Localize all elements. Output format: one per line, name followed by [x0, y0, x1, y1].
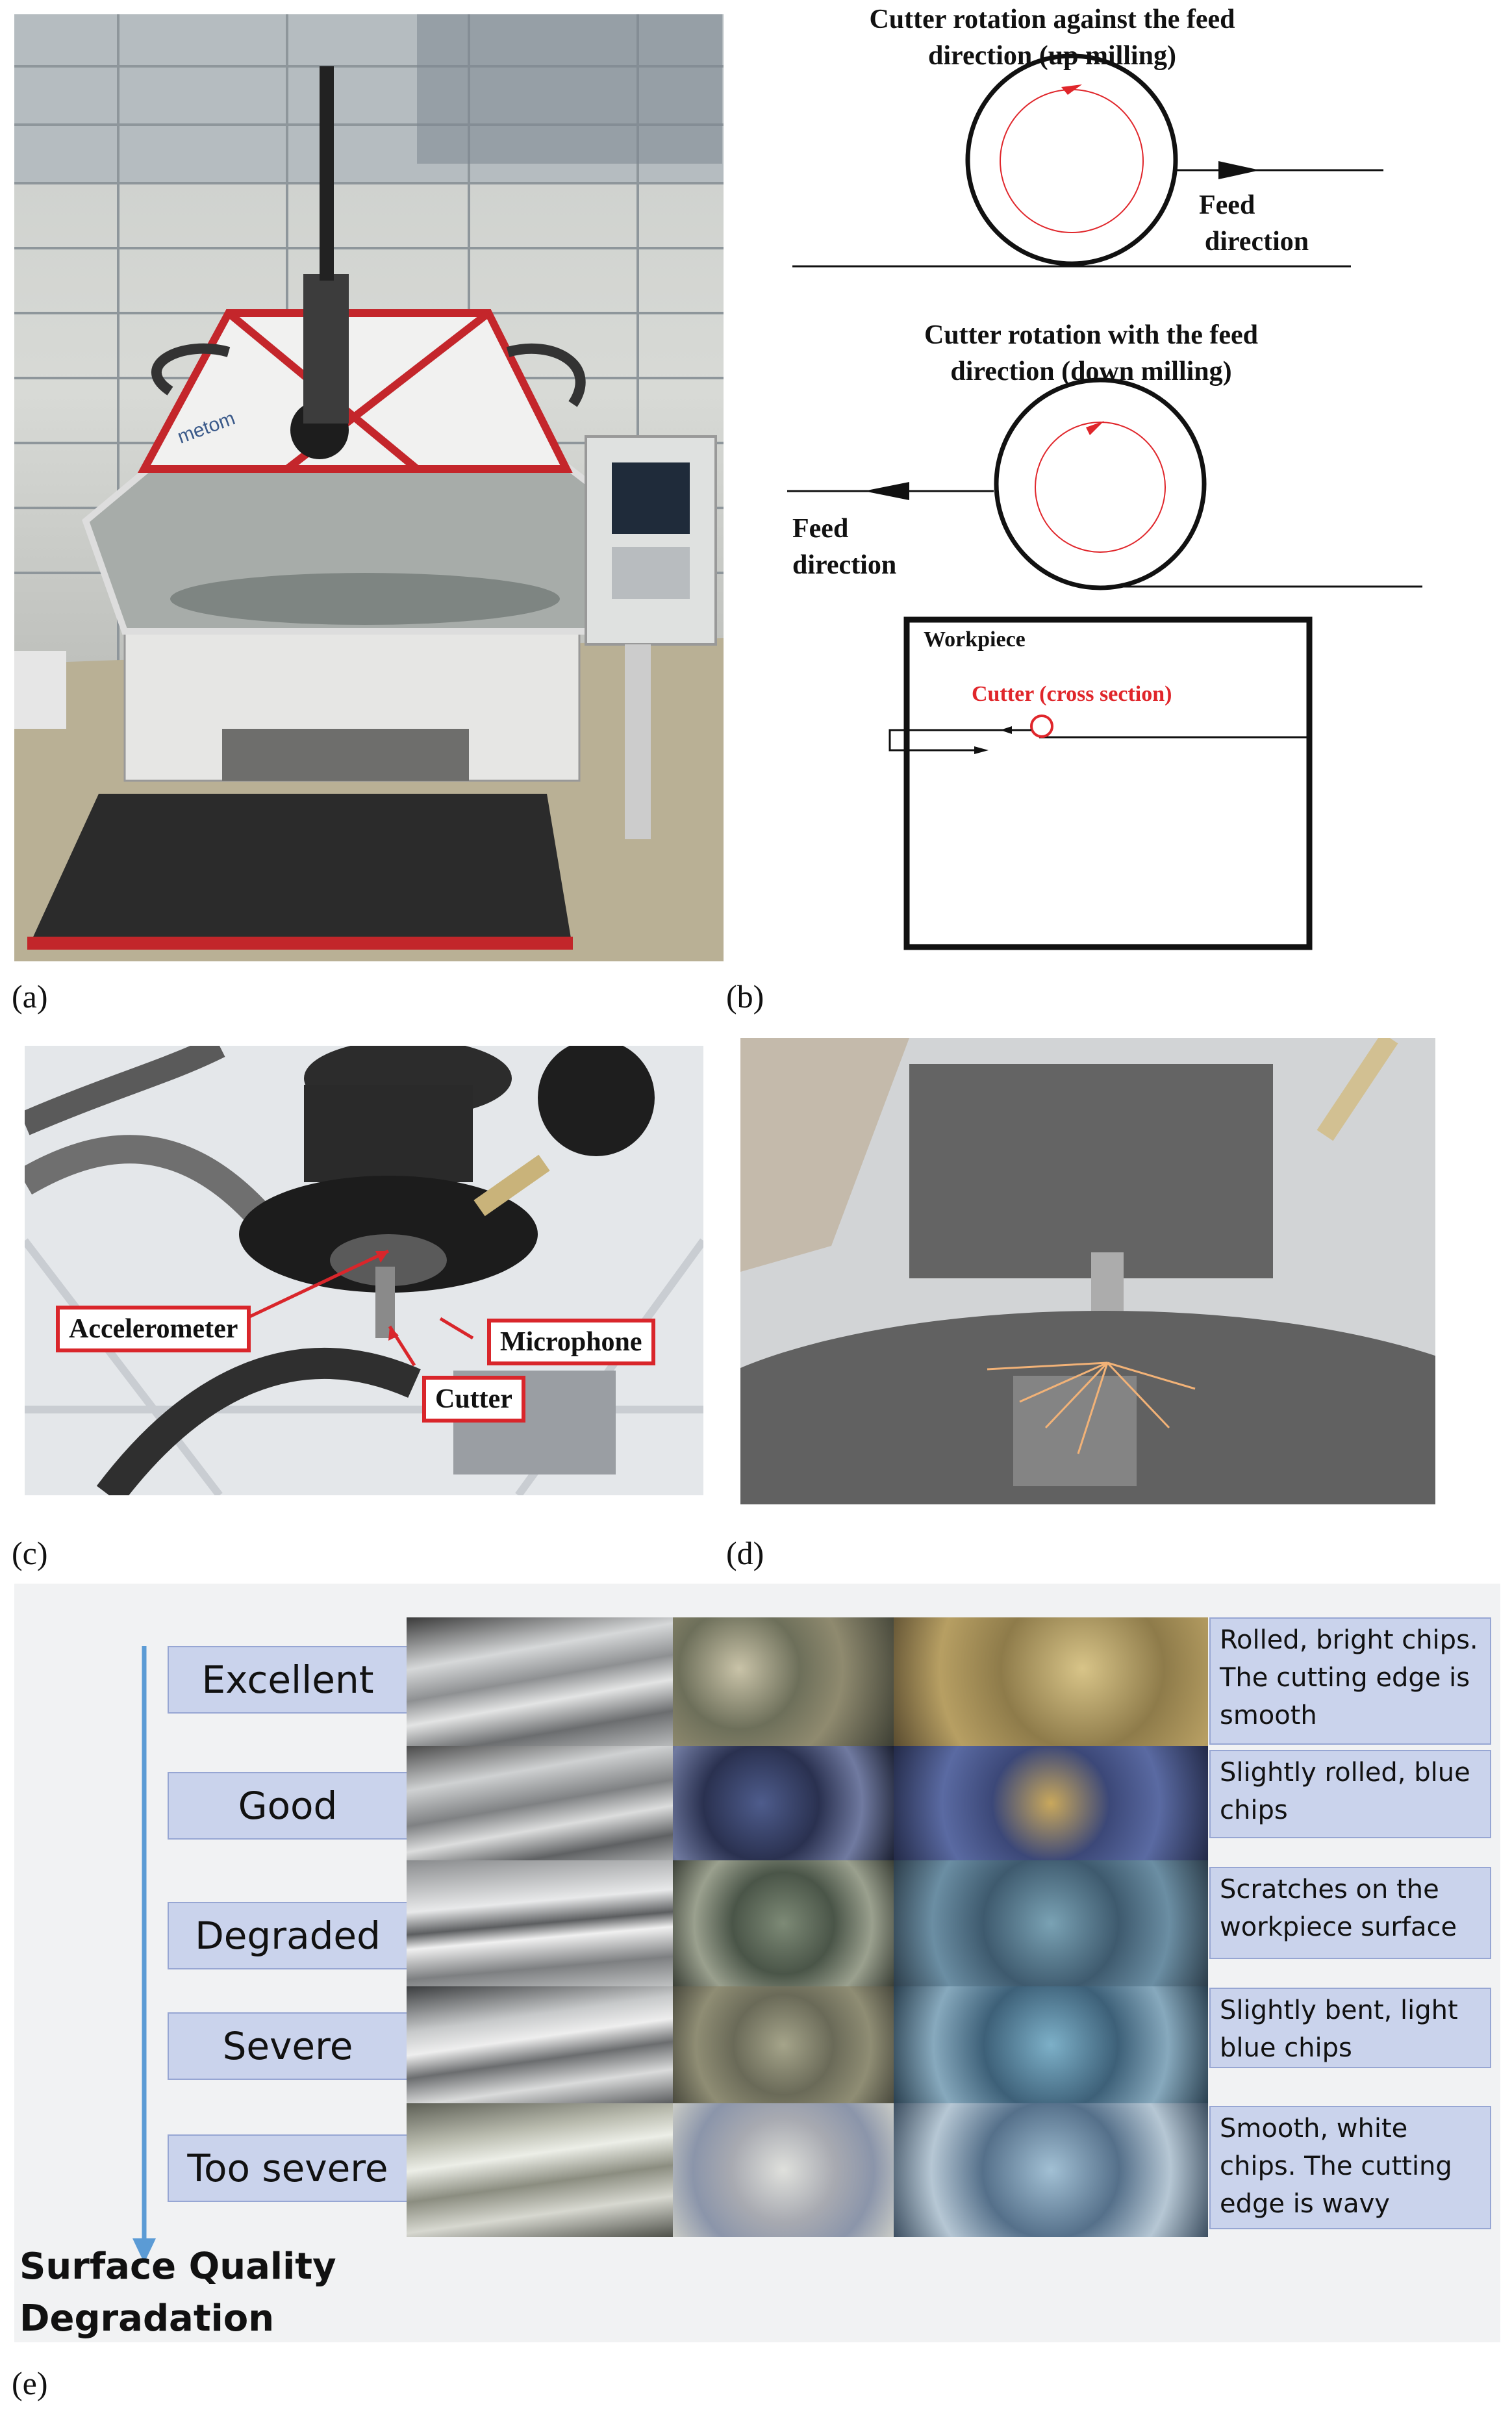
down-title-line1: Cutter rotation with the feed [924, 320, 1259, 350]
panel-e: Excellent Good Degraded Severe Too sever… [14, 1584, 1500, 2342]
chips-photo-good-b [894, 1746, 1208, 1860]
chips-photo-severe-b [894, 1986, 1208, 2103]
chips-photo-degraded-b [894, 1860, 1208, 1986]
down-feed-label: Feed direction [792, 511, 942, 583]
caption-d: (d) [726, 1535, 764, 1571]
down-feed-line2: direction [792, 550, 897, 580]
degradation-arrow [132, 1646, 156, 2263]
sensor-setup-illustration [25, 1046, 703, 1495]
microphone-callout: Microphone [487, 1319, 655, 1365]
description-too-severe: Smooth, white chips. The cutting edge is… [1209, 2106, 1491, 2229]
caption-c: (c) [12, 1535, 48, 1571]
surface-photo-too-severe [407, 2103, 673, 2237]
caption-a: (a) [12, 978, 48, 1015]
panel-a-photo: metom [14, 14, 724, 961]
callout-arrows [244, 1249, 474, 1367]
up-feed-line1: Feed [1199, 190, 1255, 220]
chips-photo-too-severe-a [673, 2103, 894, 2237]
caption-e: (e) [12, 2365, 48, 2401]
description-degraded: Scratches on the workpiece surface [1209, 1867, 1491, 1959]
chips-photo-excellent-a [673, 1617, 894, 1746]
chips-photo-excellent-b [894, 1617, 1208, 1746]
surface-photo-severe [407, 1986, 673, 2103]
axis-label-line2: Degradation [19, 2297, 275, 2340]
description-severe: Slightly bent, light blue chips [1209, 1988, 1491, 2068]
level-label-too-severe: Too severe [168, 2134, 408, 2202]
surface-quality-degradation-label: Surface Quality Degradation [19, 2241, 336, 2345]
panel-d-photo [740, 1038, 1435, 1504]
caption-b: (b) [726, 978, 764, 1015]
surface-photo-excellent [407, 1617, 673, 1746]
down-title-line2: direction (down milling) [950, 357, 1232, 386]
surface-photo-good [407, 1746, 673, 1860]
up-milling-title: Cutter rotation against the feed directi… [805, 1, 1299, 74]
level-label-good: Good [168, 1772, 408, 1840]
down-milling-title: Cutter rotation with the feed direction … [825, 317, 1357, 390]
cutting-illustration [740, 1038, 1435, 1504]
panel-b-diagram: Cutter rotation against the feed directi… [779, 0, 1512, 961]
level-label-severe: Severe [168, 2012, 408, 2080]
up-title-line1: Cutter rotation against the feed [869, 5, 1235, 34]
milling-diagram-svg [787, 53, 1422, 950]
up-feed-label: Feed direction [1182, 187, 1331, 260]
accelerometer-callout: Accelerometer [56, 1306, 251, 1352]
description-good: Slightly rolled, blue chips [1209, 1750, 1491, 1838]
down-feed-line1: Feed [792, 514, 849, 544]
level-label-excellent: Excellent [168, 1646, 408, 1714]
chips-photo-good-a [673, 1746, 894, 1860]
panel-c-photo: Accelerometer Microphone Cutter [25, 1046, 703, 1495]
level-label-degraded: Degraded [168, 1902, 408, 1969]
chips-photo-degraded-a [673, 1860, 894, 1986]
cutter-cross-section-label: Cutter (cross section) [972, 682, 1172, 706]
up-title-line2: direction (up milling) [928, 41, 1176, 71]
axis-label-line1: Surface Quality [19, 2246, 336, 2288]
up-feed-line2: direction [1204, 227, 1309, 257]
description-excellent: Rolled, bright chips. The cutting edge i… [1209, 1617, 1491, 1745]
surface-photo-degraded [407, 1860, 673, 1986]
workpiece-label: Workpiece [924, 627, 1026, 652]
machine-illustration [14, 14, 724, 961]
cutter-callout: Cutter [422, 1376, 525, 1423]
chips-photo-too-severe-b [894, 2103, 1208, 2237]
chips-photo-severe-a [673, 1986, 894, 2103]
